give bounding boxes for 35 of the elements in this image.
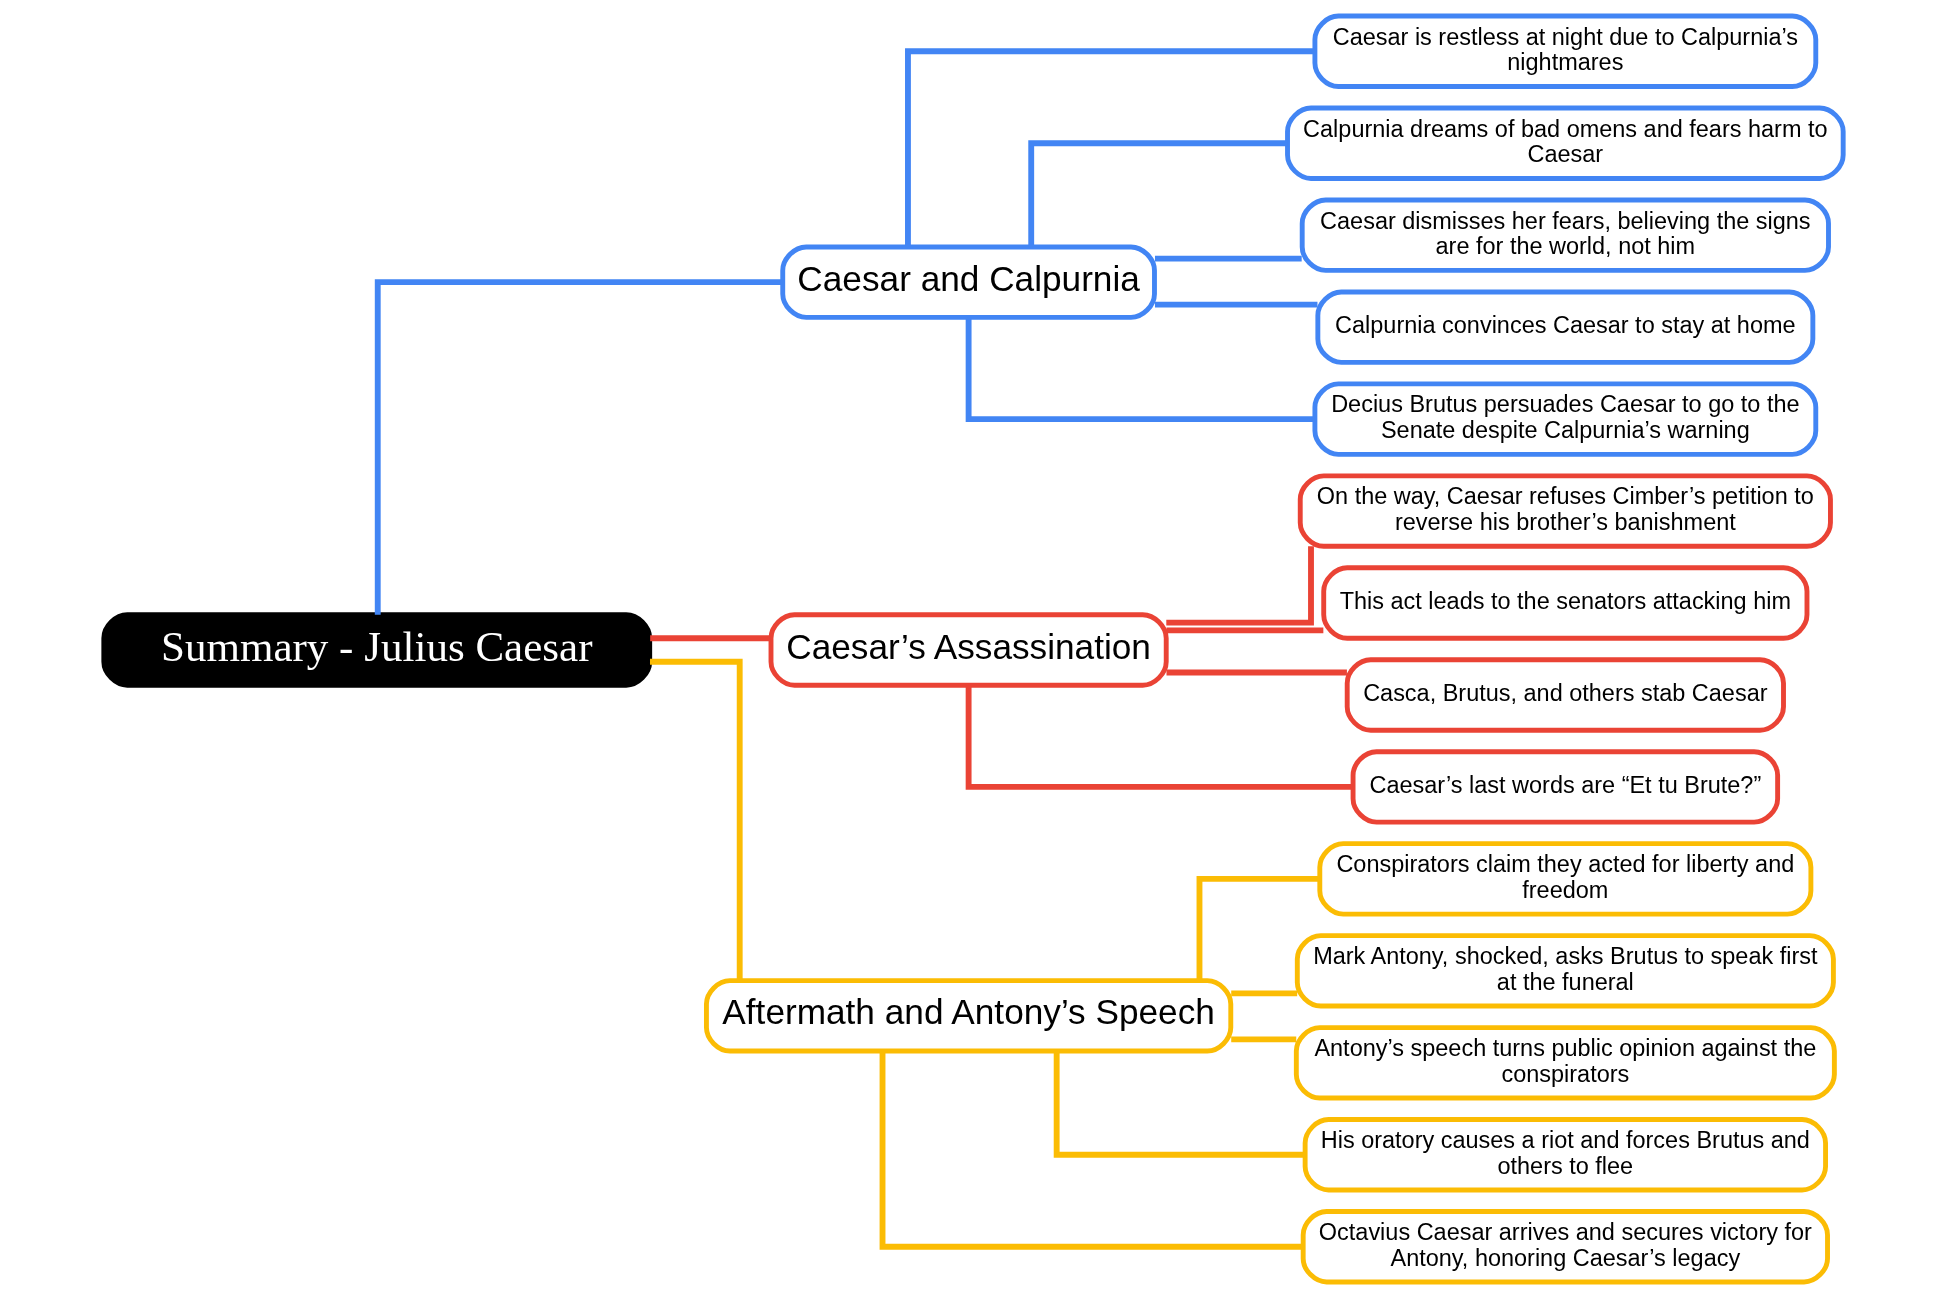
connector [1154,301,1317,308]
connector [374,279,782,615]
node-box: Caesar dismisses her fears, believing the signs are for the world, not him [1299,197,1831,273]
connector [1230,990,1297,997]
node-box: Calpurnia dreams of bad omens and fears harm to Caesar [1284,105,1846,181]
connector [649,635,771,642]
node-box: Casca, Brutus, and others stab Caesar [1344,657,1786,733]
node-box: Caesar’s Assassination [768,612,1169,688]
node-box: Caesar’s last words are “Et tu Brute?” [1350,749,1780,825]
node-box: Calpurnia convinces Caesar to stay at home [1314,289,1815,365]
connector [649,658,743,981]
connector [965,685,1352,790]
node-box: Summary - Julius Caesar [100,612,652,688]
connector [1027,140,1287,247]
node-box: Octavius Caesar arrives and secures victory for Antony, honoring Caesar’s legacy [1300,1209,1830,1285]
node-box: Aftermath and Antony’s Speech [703,978,1233,1054]
connector [1165,546,1314,626]
connector [1154,255,1302,262]
connector [1196,875,1320,981]
node-box: Conspirators claim they acted for liberty and freedom [1316,841,1813,917]
connector [1053,1051,1305,1158]
node-box: Caesar is restless at night due to Calpurnia’s nightmares [1311,13,1818,89]
connector [965,317,1315,423]
connector [1230,1036,1296,1043]
connector [879,1051,1302,1250]
node-box: On the way, Caesar refuses Cimber’s petition to reverse his brother’s banishment [1297,473,1833,549]
node-box: Antony’s speech turns public opinion against the conspirators [1293,1025,1837,1101]
node-box: Decius Brutus persuades Caesar to go to the Senate despite Calpurnia’s warning [1311,381,1818,457]
connector [1166,669,1347,676]
node-box: His oratory causes a riot and forces Brutus and others to flee [1302,1117,1828,1193]
connector [904,48,1314,247]
connector [1166,627,1323,634]
node-box: Caesar and Calpurnia [779,244,1157,320]
node-box: This act leads to the senators attacking him [1320,565,1809,641]
node-box: Mark Antony, shocked, asks Brutus to speak first at the funeral [1294,933,1836,1009]
